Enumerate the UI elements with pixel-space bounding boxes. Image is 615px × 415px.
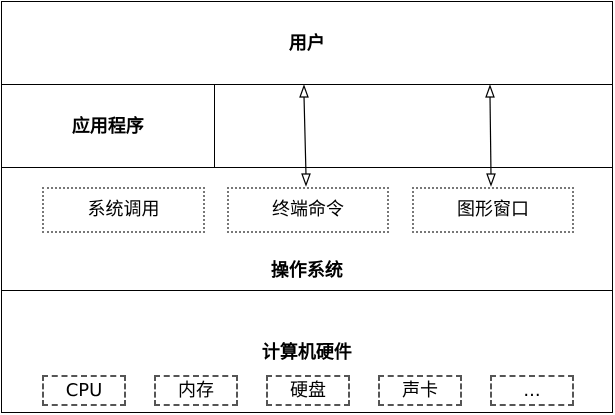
application-passthrough-area xyxy=(214,84,613,168)
application-layer-title: 应用程序 xyxy=(72,116,144,137)
os-layer: 系统调用 终端命令 图形窗口 操作系统 xyxy=(1,167,613,291)
os-interface-graphical-window: 图形窗口 xyxy=(412,187,574,233)
os-interface-system-call: 系统调用 xyxy=(42,187,205,233)
user-layer: 用户 xyxy=(1,1,613,85)
hardware-item-disk: 硬盘 xyxy=(266,375,350,406)
hardware-layer-title: 计算机硬件 xyxy=(262,342,352,363)
hardware-item-sound-card: 声卡 xyxy=(378,375,462,406)
hardware-item-memory: 内存 xyxy=(154,375,238,406)
user-layer-title: 用户 xyxy=(289,33,325,54)
hardware-layer: 计算机硬件 CPU 内存 硬盘 声卡 ... xyxy=(1,290,613,413)
os-layer-title: 操作系统 xyxy=(271,260,343,281)
hardware-item-cpu: CPU xyxy=(42,375,126,406)
application-layer: 应用程序 xyxy=(1,84,215,168)
os-interface-terminal-command: 终端命令 xyxy=(227,187,389,233)
hardware-item-more: ... xyxy=(490,375,574,406)
